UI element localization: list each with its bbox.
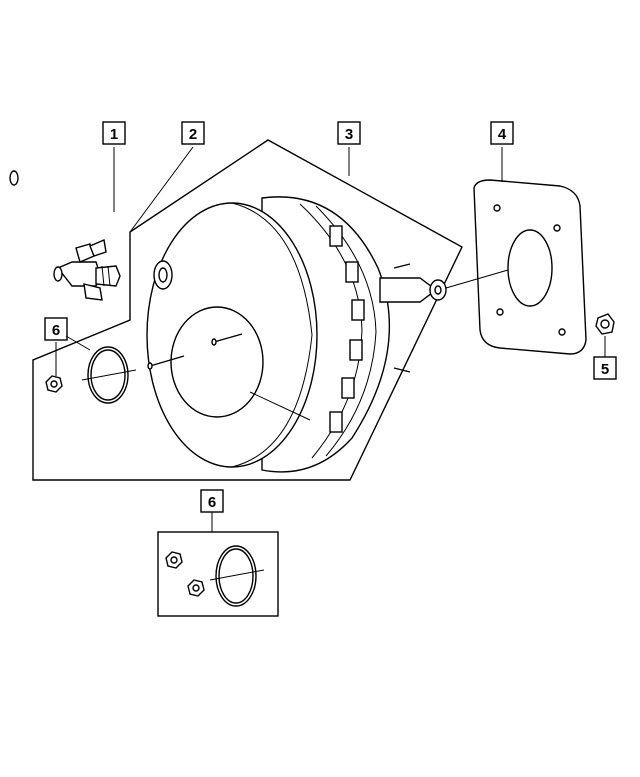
callout-5-label: 5 bbox=[601, 361, 609, 378]
callout-2: 2 bbox=[181, 121, 205, 145]
check-valve bbox=[53, 239, 121, 301]
nut-5 bbox=[595, 313, 615, 335]
callout-4-label: 4 bbox=[498, 126, 507, 143]
callout-6-lower-label: 6 bbox=[208, 494, 216, 511]
leader-lines bbox=[55, 146, 606, 532]
booster-gasket bbox=[445, 179, 587, 355]
callout-6-lower: 6 bbox=[200, 489, 224, 513]
nut-and-oring-6 bbox=[45, 346, 137, 404]
kit-6-box bbox=[157, 531, 279, 617]
callout-6-upper: 6 bbox=[44, 317, 68, 341]
callout-4: 4 bbox=[490, 121, 514, 145]
vacuum-hose bbox=[7, 165, 133, 219]
callout-5: 5 bbox=[593, 356, 617, 380]
brake-booster bbox=[146, 196, 447, 473]
callout-1: 1 bbox=[102, 121, 126, 145]
callout-2-label: 2 bbox=[189, 126, 197, 143]
assembly-outline bbox=[32, 139, 463, 481]
booster-band-ribs bbox=[299, 203, 377, 459]
callout-6-upper-label: 6 bbox=[52, 322, 60, 339]
callout-3: 3 bbox=[337, 121, 361, 145]
callout-1-label: 1 bbox=[110, 126, 118, 143]
callout-3-label: 3 bbox=[345, 126, 353, 143]
